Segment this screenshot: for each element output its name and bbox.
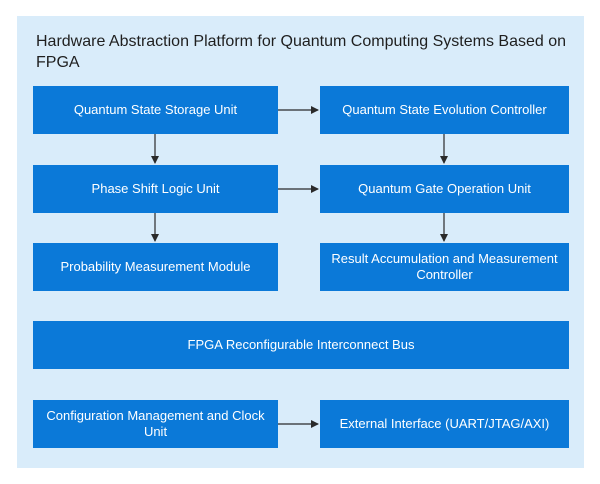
- node-external-interface: External Interface (UART/JTAG/AXI): [320, 400, 569, 448]
- diagram-title: Hardware Abstraction Platform for Quantu…: [36, 33, 567, 71]
- node-quantum-gate-operation-unit: Quantum Gate Operation Unit: [320, 165, 569, 213]
- node-quantum-state-storage-unit: Quantum State Storage Unit: [33, 86, 278, 134]
- node-phase-shift-logic-unit: Phase Shift Logic Unit: [33, 165, 278, 213]
- node-configuration-management-and-clock-unit: Configuration Management and Clock Unit: [33, 400, 278, 448]
- node-probability-measurement-module: Probability Measurement Module: [33, 243, 278, 291]
- node-quantum-state-evolution-controller: Quantum State Evolution Controller: [320, 86, 569, 134]
- node-result-accumulation-and-measurement-controller: Result Accumulation and Measurement Cont…: [320, 243, 569, 291]
- node-fpga-reconfigurable-interconnect-bus: FPGA Reconfigurable Interconnect Bus: [33, 321, 569, 369]
